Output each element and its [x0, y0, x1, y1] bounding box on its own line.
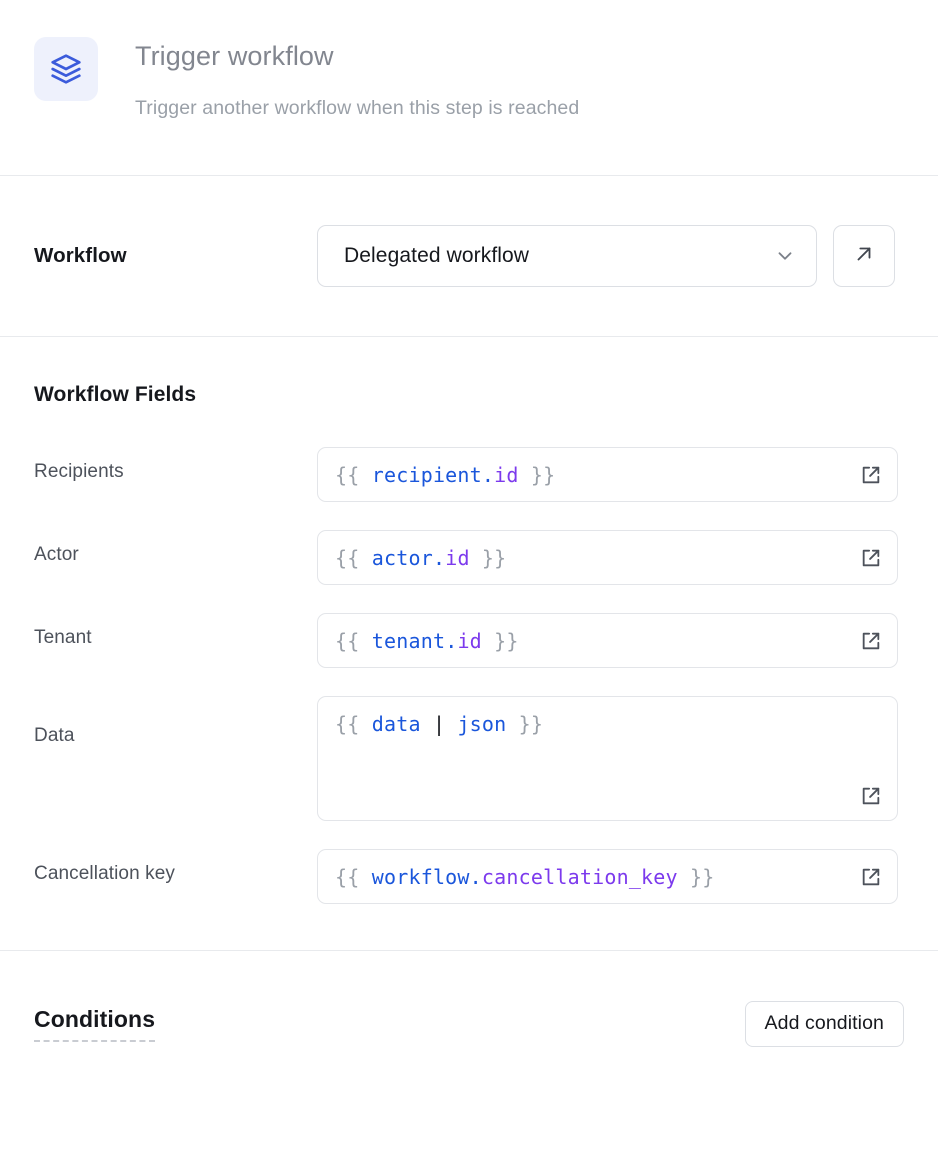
external-link-icon[interactable]: [859, 784, 883, 808]
workflow-fields-section: Workflow Fields Recipients {{ recipient.i…: [0, 337, 938, 951]
add-condition-button[interactable]: Add condition: [744, 1000, 904, 1047]
workflow-select[interactable]: Delegated workflow: [317, 225, 817, 287]
workflow-row: Workflow Delegated workflow: [34, 176, 904, 336]
field-row: Cancellation key {{ workflow.cancellation…: [34, 849, 904, 904]
external-link-icon[interactable]: [859, 463, 883, 487]
conditions-row: Conditions Add condition: [34, 951, 904, 1096]
template-expression: {{ workflow.cancellation_key }}: [335, 864, 715, 889]
field-label: Cancellation key: [34, 863, 176, 884]
template-input[interactable]: {{ recipient.id }}: [317, 447, 898, 502]
external-link-icon[interactable]: [859, 546, 883, 570]
template-input[interactable]: {{ actor.id }}: [317, 530, 898, 585]
arrow-up-right-icon: [853, 243, 875, 270]
workflow-section: Workflow Delegated workflow: [0, 176, 938, 337]
field-list: Recipients {{ recipient.id }} Actor {{ acto…: [34, 447, 904, 904]
field-row: Data {{ data | json }}: [34, 696, 904, 821]
template-input[interactable]: {{ tenant.id }}: [317, 613, 898, 668]
template-expression: {{ tenant.id }}: [335, 628, 519, 653]
external-link-icon[interactable]: [859, 865, 883, 889]
conditions-title: Conditions: [34, 1005, 156, 1042]
chevron-down-icon: [774, 245, 796, 267]
header-text-block: Trigger workflow Trigger another workflo…: [135, 34, 579, 122]
field-row: Tenant {{ tenant.id }}: [34, 613, 904, 668]
field-row: Recipients {{ recipient.id }}: [34, 447, 904, 502]
field-label: Tenant: [34, 627, 92, 648]
conditions-section: Conditions Add condition: [0, 951, 938, 1096]
template-expression: {{ actor.id }}: [335, 545, 507, 570]
workflow-fields-title: Workflow Fields: [34, 383, 197, 406]
field-row: Actor {{ actor.id }}: [34, 530, 904, 585]
field-label: Recipients: [34, 461, 124, 482]
workflow-label: Workflow: [34, 244, 127, 267]
template-input[interactable]: {{ workflow.cancellation_key }}: [317, 849, 898, 904]
template-textarea[interactable]: {{ data | json }}: [317, 696, 898, 821]
workflow-select-value: Delegated workflow: [344, 244, 530, 267]
panel-header: Trigger workflow Trigger another workflo…: [0, 0, 938, 176]
open-workflow-button[interactable]: [833, 225, 895, 287]
template-expression: {{ recipient.id }}: [335, 462, 556, 487]
page-title: Trigger workflow: [135, 41, 334, 71]
layers-icon: [34, 37, 98, 101]
field-label: Actor: [34, 544, 79, 565]
external-link-icon[interactable]: [859, 629, 883, 653]
field-label: Data: [34, 725, 75, 746]
template-expression: {{ data | json }}: [335, 712, 544, 736]
page-subtitle: Trigger another workflow when this step …: [135, 97, 580, 119]
